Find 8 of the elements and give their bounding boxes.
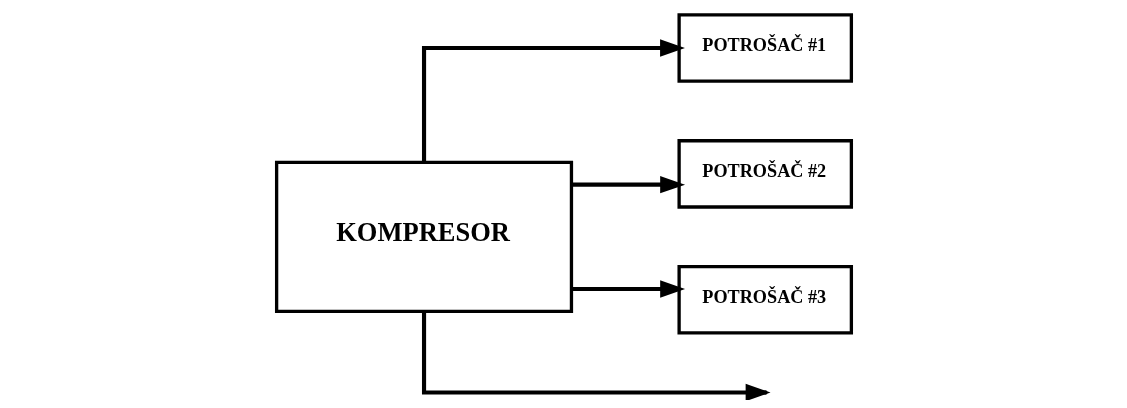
- node-box: KOMPRESOR: [274, 160, 573, 313]
- arrow: [421, 311, 771, 400]
- node-box: POTROŠAČ #1: [676, 13, 853, 83]
- arrow: [571, 175, 685, 194]
- node-box: POTROŠAČ #2: [676, 139, 853, 209]
- arrow: [421, 39, 685, 163]
- arrow: [571, 280, 685, 298]
- node-box: POTROŠAČ #3: [676, 265, 853, 335]
